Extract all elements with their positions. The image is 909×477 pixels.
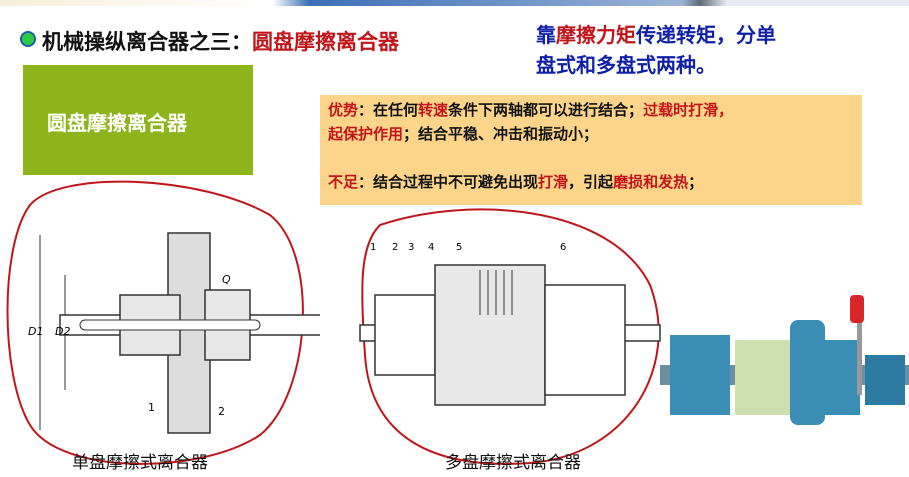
title-prefix: 机械操纵离合器之三： xyxy=(42,30,252,54)
green-box-label: 圆盘摩擦离合器 xyxy=(47,111,187,135)
multi-disc-clutch-drawing: 1 2 3 4 5 6 xyxy=(359,208,661,465)
label-5: 5 xyxy=(456,242,462,253)
label-2: 2 xyxy=(218,405,225,418)
label-1: 1 xyxy=(148,401,155,414)
summary-text: 靠摩擦力矩传递转矩，分单 盘式和多盘式两种。 xyxy=(536,20,776,80)
caption-multi-disc: 多盘摩擦式离合器 xyxy=(445,453,581,473)
dis-h2: 磨损和发热 xyxy=(613,173,689,191)
adv-h2: 过载时打滑， xyxy=(643,101,734,119)
adv-p3: ；结合平稳、冲击和振动小； xyxy=(403,125,599,143)
label-d1: D1 xyxy=(28,325,43,338)
summary-p2: 传递转矩，分单 xyxy=(636,23,776,47)
clutch-model-photo xyxy=(660,295,909,425)
dis-p3: ； xyxy=(688,173,704,191)
summary-line2: 盘式和多盘式两种。 xyxy=(536,53,716,77)
dis-p1: ：结合过程中不可避免出现 xyxy=(358,173,539,191)
single-disc-clutch-drawing: D1 D2 Q 1 2 xyxy=(6,180,320,465)
adv-h1: 转速 xyxy=(418,101,449,119)
dis-h1: 打滑 xyxy=(538,173,569,191)
summary-p1: 靠 xyxy=(536,23,556,47)
label-3: 3 xyxy=(408,242,414,253)
adv-h3: 起保护作用 xyxy=(328,125,404,143)
advantages-box: 优势：在任何转速条件下两轴都可以进行结合；过载时打滑， 起保护作用；结合平稳、冲… xyxy=(320,95,862,205)
adv-p2: 条件下两轴都可以进行结合； xyxy=(448,101,644,119)
adv-label: 优势 xyxy=(328,101,359,119)
slide-title: 机械操纵离合器之三：圆盘摩擦离合器 xyxy=(20,26,399,56)
title-highlight: 圆盘摩擦离合器 xyxy=(252,30,399,54)
label-d2: D2 xyxy=(55,325,70,338)
label-1: 1 xyxy=(370,242,376,253)
dis-label: 不足 xyxy=(328,173,359,191)
summary-h1: 摩擦力矩 xyxy=(556,23,636,47)
label-4: 4 xyxy=(428,242,434,253)
bullet-icon xyxy=(20,31,36,47)
green-label-box: 圆盘摩擦离合器 xyxy=(23,65,253,175)
label-6: 6 xyxy=(560,242,566,253)
label-q: Q xyxy=(222,273,231,286)
label-2: 2 xyxy=(392,242,398,253)
caption-single-disc: 单盘摩擦式离合器 xyxy=(72,453,208,473)
dis-p2: ，引起 xyxy=(568,173,614,191)
slide-header-bar xyxy=(0,0,909,6)
adv-p1: ：在任何 xyxy=(358,101,419,119)
